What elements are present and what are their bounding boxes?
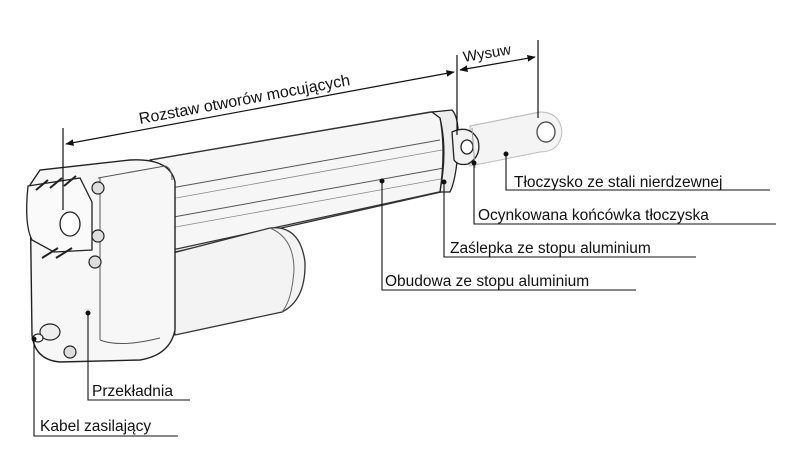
mount-spacing-label: Rozstaw otworów mocujących (138, 72, 352, 128)
piston-rod (469, 111, 563, 167)
housing-label: Obudowa ze stopu aluminium (385, 273, 590, 290)
motor (164, 227, 306, 336)
rod-end (451, 127, 480, 169)
power-cable-label: Kabel zasilający (40, 418, 152, 435)
callout-leaders (31, 151, 776, 437)
housing-body (149, 111, 451, 253)
end-cap-label: Zaślepka ze stopu aluminium (450, 240, 651, 257)
mount-spacing-dimension (62, 55, 458, 210)
gearbox-label: Przekładnia (92, 383, 173, 400)
stroke-dimension (459, 40, 539, 118)
rod-end-label: Ocynkowana końcówka tłoczyska (478, 207, 709, 224)
gearbox-housing (26, 159, 176, 363)
rod-label: Tłoczysko ze stali nierdzewnej (514, 174, 723, 191)
